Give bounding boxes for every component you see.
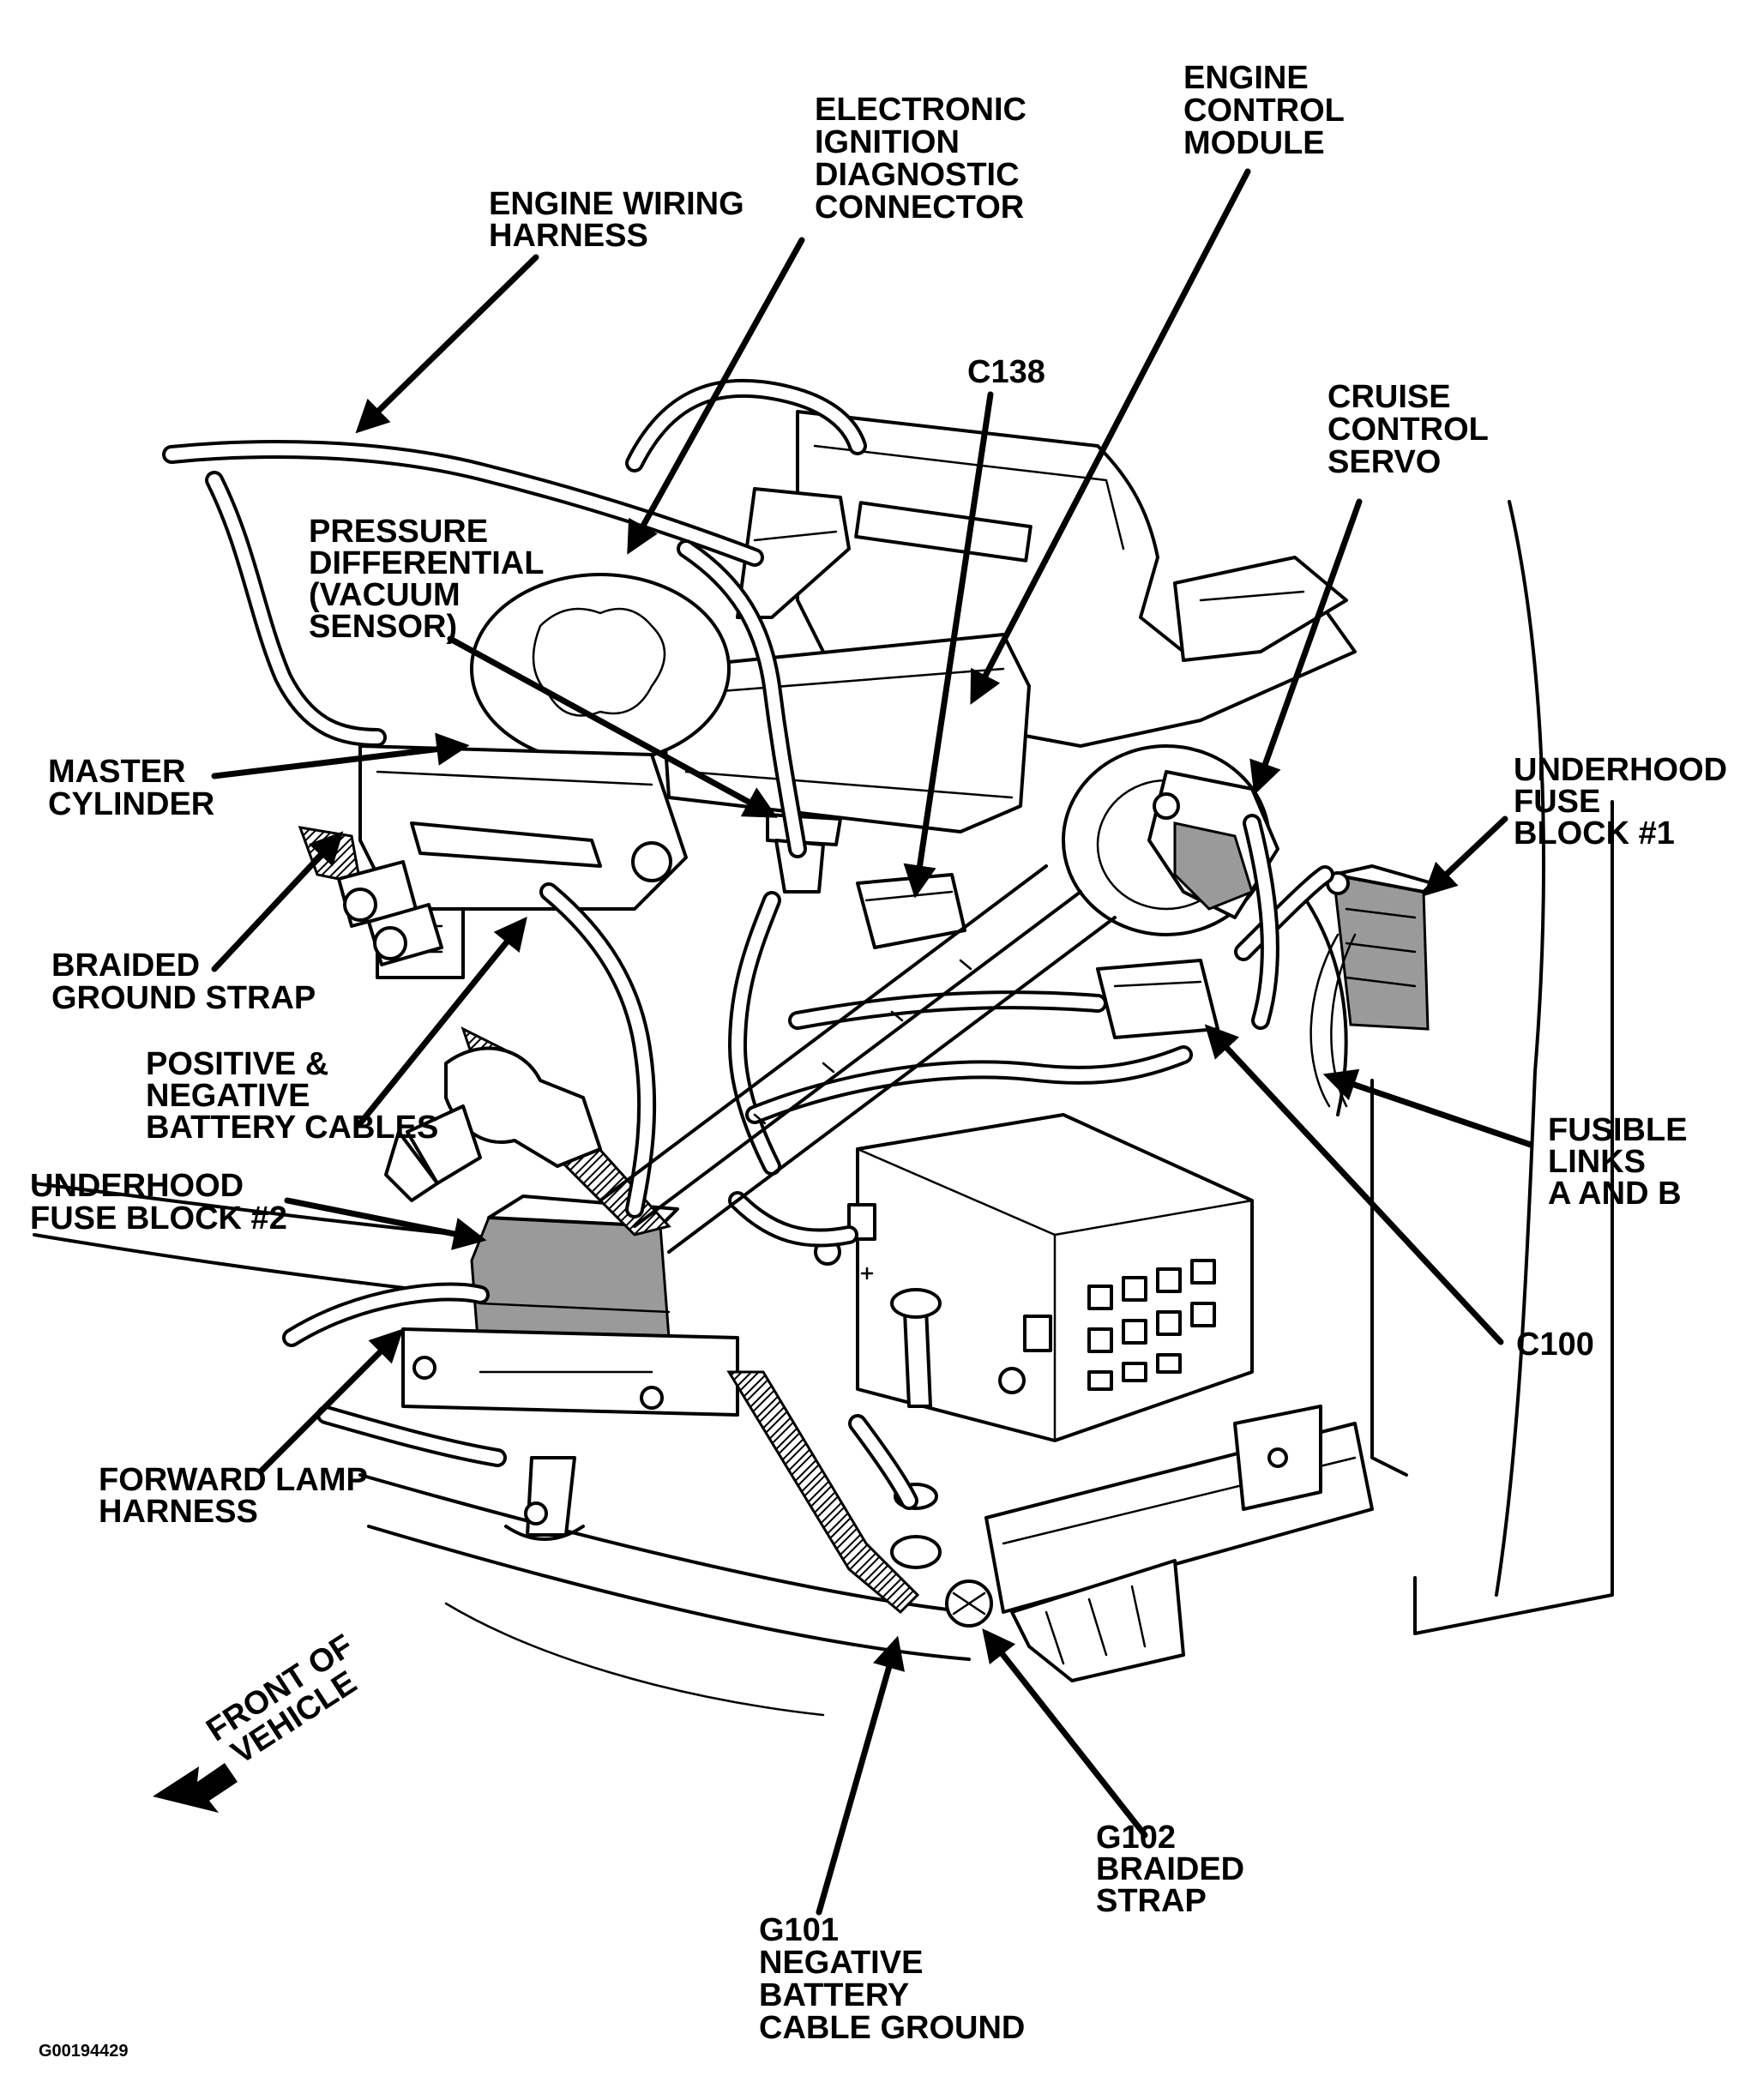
callout-braided-ground-strap: BRAIDED GROUND STRAP bbox=[51, 948, 316, 1016]
callout-engine-control-module: ENGINE CONTROL MODULE bbox=[1183, 60, 1353, 161]
callout-positive-negative-battery-cables: POSITIVE & NEGATIVE BATTERY CABLES bbox=[146, 1046, 438, 1146]
front-of-vehicle-indicator: FRONT OF VEHICLE bbox=[153, 1623, 384, 1813]
callout-c138: C138 bbox=[967, 354, 1045, 390]
callout-engine-wiring-harness: ENGINE WIRING HARNESS bbox=[489, 186, 753, 254]
front-of-vehicle-label: FRONT OF VEHICLE bbox=[200, 1623, 384, 1777]
callout-g101-negative-battery-cable-ground: G101 NEGATIVE BATTERY CABLE GROUND bbox=[759, 1912, 1025, 2046]
leader-g102 bbox=[982, 1628, 1148, 1838]
battery-cells bbox=[1087, 1259, 1216, 1391]
terminal-posts bbox=[337, 860, 443, 966]
leader-cruise-control-servo bbox=[1249, 498, 1363, 796]
wire-harness-bundles bbox=[162, 378, 1334, 1510]
leader-pressure-differential bbox=[447, 635, 778, 818]
callout-leaders bbox=[211, 168, 1534, 1916]
leader-c100 bbox=[1204, 1024, 1504, 1345]
callout-c100: C100 bbox=[1516, 1327, 1594, 1363]
leader-electronic-ignition bbox=[627, 237, 805, 555]
leader-forward-lamp-harness bbox=[258, 1328, 404, 1474]
callout-underhood-fuse-block-2: UNDERHOOD FUSE BLOCK #2 bbox=[30, 1168, 287, 1237]
leader-engine-wiring-harness bbox=[355, 254, 539, 434]
callout-master-cylinder: MASTER CYLINDER bbox=[48, 754, 214, 822]
callout-underhood-fuse-block-1: UNDERHOOD FUSE BLOCK #1 bbox=[1514, 752, 1737, 851]
leader-fusible-links bbox=[1322, 1068, 1534, 1148]
engine-compartment-illustration bbox=[33, 378, 1614, 1717]
leader-master-cylinder bbox=[211, 732, 470, 779]
callout-electronic-ignition-diagnostic-connector: ELECTRONIC IGNITION DIAGNOSTIC CONNECTOR bbox=[815, 92, 1036, 226]
callout-cruise-control-servo: CRUISE CONTROL SERVO bbox=[1328, 379, 1497, 480]
callout-forward-lamp-harness: FORWARD LAMP HARNESS bbox=[99, 1462, 376, 1530]
leader-engine-control-module bbox=[970, 168, 1251, 705]
leader-g101 bbox=[816, 1635, 906, 1916]
leader-c138 bbox=[903, 391, 994, 899]
leader-underhood-fuse-block-1 bbox=[1423, 815, 1508, 897]
callout-fusible-links: FUSIBLE LINKS A AND B bbox=[1548, 1112, 1696, 1212]
figure-code: G00194429 bbox=[39, 2042, 129, 2061]
callout-labels: ENGINE WIRING HARNESS ELECTRONIC IGNITIO… bbox=[30, 60, 1737, 2046]
leader-braided-ground-strap bbox=[211, 831, 344, 972]
callout-pressure-differential: PRESSURE DIFFERENTIAL (VACUUM SENSOR) bbox=[309, 514, 552, 645]
callout-g102-braided-strap: G102 BRAIDED STRAP bbox=[1096, 1820, 1254, 1919]
front-direction-arrow-icon bbox=[153, 1763, 238, 1813]
leader-underhood-fuse-block-2 bbox=[284, 1197, 487, 1250]
leader-battery-cables bbox=[357, 917, 527, 1127]
